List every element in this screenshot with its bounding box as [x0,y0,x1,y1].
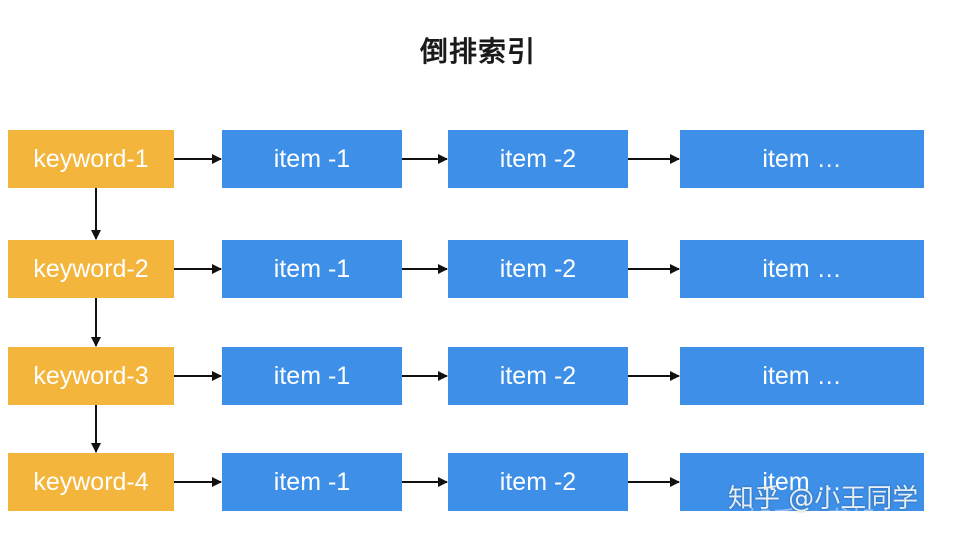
item-box-r2-c1: item -1 [222,240,402,298]
item-box-r1-c2: item -2 [448,130,628,188]
keyword-box-4: keyword-4 [8,453,174,511]
keyword-box-1: keyword-1 [8,130,174,188]
item-box-r4-c2: item -2 [448,453,628,511]
item-box-r3-c3: item … [680,347,924,405]
item-box-r4-c1: item -1 [222,453,402,511]
item-box-r3-c2: item -2 [448,347,628,405]
item-box-r4-c3: item … [680,453,924,511]
diagram-title: 倒排索引 [419,35,536,68]
keyword-box-2: keyword-2 [8,240,174,298]
item-box-r2-c3: item … [680,240,924,298]
keyword-box-3: keyword-3 [8,347,174,405]
watermark-text: 知乎 @小王同学 [728,484,919,514]
item-box-r3-c1: item -1 [222,347,402,405]
item-box-r1-c1: item -1 [222,130,402,188]
watermark-ghost-text: 知乎 @龚旭东 [748,506,900,534]
item-box-r2-c2: item -2 [448,240,628,298]
item-box-r1-c3: item … [680,130,924,188]
